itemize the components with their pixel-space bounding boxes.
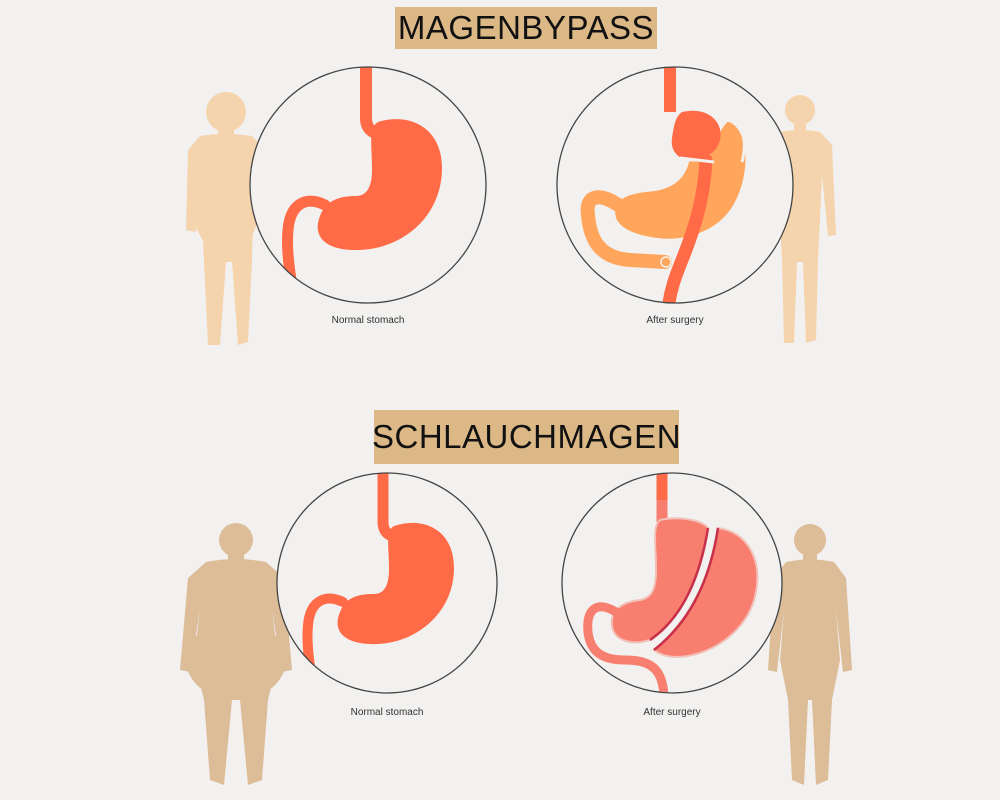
after-surgery-caption-1: After surgery [646, 315, 704, 326]
normal-stomach-2 [302, 473, 454, 693]
woman-silhouette-left [180, 523, 292, 785]
normal-stomach-caption-2: Normal stomach [350, 707, 424, 718]
normal-stomach-circle-1 [250, 67, 486, 303]
normal-stomach-caption-1: Normal stomach [331, 315, 405, 326]
man-silhouette-left [186, 92, 268, 345]
schlauchmagen-title: SCHLAUCHMAGEN [372, 410, 681, 464]
sleeve-gastrectomy-stomach [583, 473, 759, 693]
woman-silhouette-right [768, 524, 852, 785]
gastric-bypass-stomach [580, 67, 749, 303]
normal-stomach-circle-2 [277, 473, 497, 693]
magenbypass-title: MAGENBYPASS [395, 7, 657, 49]
after-surgery-caption-2: After surgery [643, 707, 701, 718]
